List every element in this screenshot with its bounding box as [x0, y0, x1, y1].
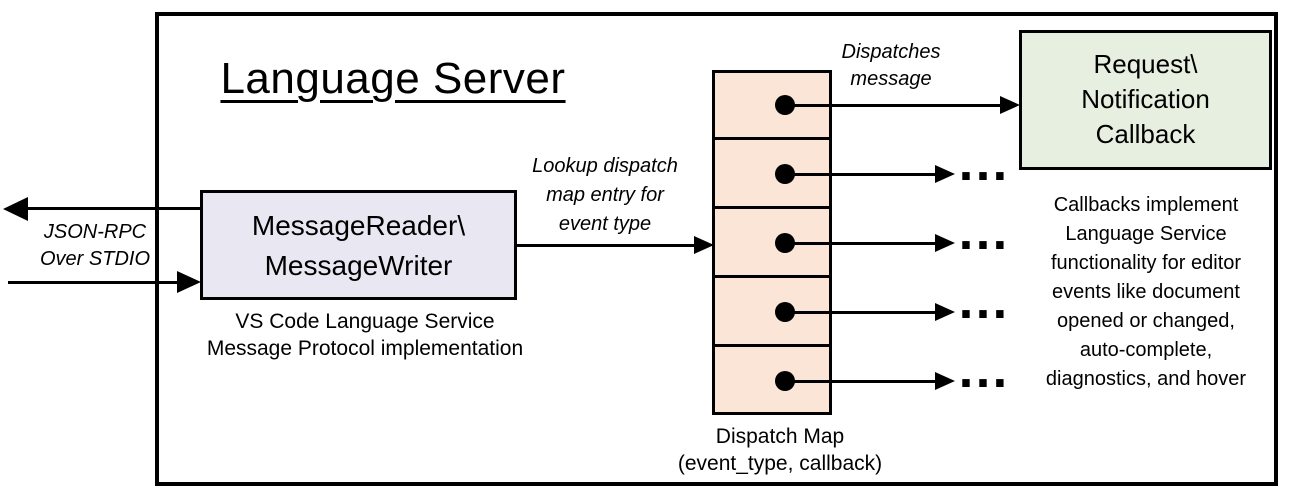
dispatch-arrowhead	[935, 165, 955, 183]
stdio-out-arrowhead	[3, 197, 28, 221]
dispatch-map-separator	[712, 137, 832, 140]
dispatch-arrow-line	[785, 380, 937, 383]
request-notification-callback-box: Request\ Notification Callback	[1019, 30, 1272, 170]
dispatch-map-separator	[712, 275, 832, 278]
dispatches-message-label: Dispatches message	[841, 41, 941, 90]
language-server-frame	[155, 12, 1278, 486]
dispatch-arrowhead	[935, 234, 955, 252]
ellipsis-label: ...	[958, 210, 1009, 259]
callbacks-caption: Callbacks implement Language Service fun…	[1045, 194, 1247, 390]
jsonrpc-stdio-label: JSON-RPC Over STDIO	[39, 221, 150, 270]
dispatch-arrow-line	[785, 173, 937, 176]
reader-caption: VS Code Language Service Message Protoco…	[206, 310, 524, 360]
dispatch-arrow-line	[785, 311, 937, 314]
dispatch-arrow-line	[785, 104, 1002, 107]
ellipsis-label: ...	[958, 141, 1009, 190]
dispatch-map-separator	[712, 206, 832, 209]
page-title: Language Server	[220, 54, 566, 103]
stdio-out-arrow-line	[22, 207, 200, 210]
dispatch-arrowhead	[935, 372, 955, 390]
stdio-in-arrowhead	[177, 271, 201, 293]
lookup-arrowhead	[694, 236, 714, 254]
message-reader-writer-box: MessageReader\ MessageWriter	[200, 190, 517, 300]
ellipsis-label: ...	[958, 348, 1009, 397]
dispatch-arrowhead	[1000, 96, 1020, 114]
stdio-in-arrow-line	[8, 281, 180, 284]
lookup-label: Lookup dispatch map entry for event type	[532, 155, 678, 235]
dispatch-map-caption: Dispatch Map (event_type, callback)	[677, 425, 883, 475]
ellipsis-label: ...	[958, 279, 1009, 328]
dispatch-arrow-line	[785, 242, 937, 245]
lookup-arrow-line	[517, 244, 697, 247]
dispatch-map-separator	[712, 344, 832, 347]
dispatch-arrowhead	[935, 303, 955, 321]
